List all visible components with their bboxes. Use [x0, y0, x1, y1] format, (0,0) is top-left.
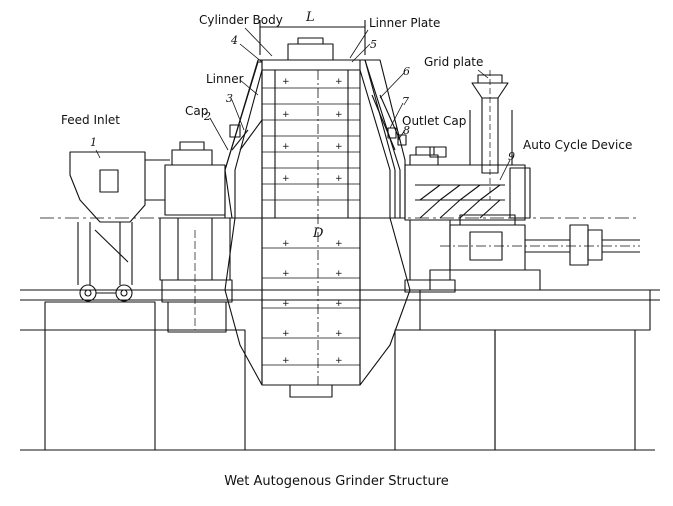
part-number: 7 [402, 95, 409, 108]
feed-trunnion-bearing [159, 141, 233, 333]
svg-text:+: + [282, 269, 290, 279]
svg-text:+: + [282, 239, 290, 249]
svg-text:+: + [335, 239, 343, 249]
outlet-cap-shape [364, 59, 407, 219]
svg-text:+: + [282, 299, 290, 309]
svg-text:+: + [282, 110, 290, 120]
svg-text:+: + [335, 174, 343, 184]
svg-text:+: + [282, 174, 290, 184]
callout-cap: Cap [185, 104, 209, 118]
part-number: 2 [204, 110, 211, 123]
callout-linner-plate: Linner Plate [369, 16, 441, 30]
callout-feed-inlet: Feed Inlet [61, 113, 121, 127]
svg-text:+: + [282, 77, 290, 87]
svg-text:+: + [282, 329, 290, 339]
grid-plate-post [469, 70, 513, 200]
svg-text:+: + [335, 142, 343, 152]
svg-text:+: + [335, 299, 343, 309]
svg-text:+: + [335, 77, 343, 87]
part-number: 8 [403, 124, 410, 137]
part-number: 5 [370, 38, 377, 51]
callout-outlet-cap: Outlet Cap [402, 114, 467, 128]
drum-bolt-marks: + + + + + + + + + + + + + + + + + + [282, 77, 343, 366]
callout-auto-cycle-device: Auto Cycle Device [523, 138, 633, 152]
part-number: 6 [403, 65, 410, 78]
cylinder-body-shape [224, 20, 411, 398]
callout-grid-plate: Grid plate [424, 55, 484, 69]
part-number: 1 [90, 136, 97, 149]
dimension-length: L [306, 10, 315, 25]
svg-text:+: + [335, 269, 343, 279]
svg-text:+: + [335, 329, 343, 339]
feed-inlet-chute [69, 151, 170, 302]
callout-cylinder-body: Cylinder Body [199, 13, 283, 27]
svg-text:+: + [335, 110, 343, 120]
dimension-diameter: D [313, 226, 324, 241]
callout-linner: Linner [206, 72, 244, 86]
part-number: 3 [226, 92, 233, 105]
diagram-caption: Wet Autogenous Grinder Structure [224, 474, 449, 489]
svg-text:+: + [282, 356, 290, 366]
discharge-trommel [404, 146, 531, 221]
drive-assembly [404, 214, 640, 293]
svg-text:+: + [335, 356, 343, 366]
liner-rows [262, 87, 360, 366]
part-number: 9 [508, 150, 515, 163]
svg-text:+: + [282, 142, 290, 152]
foundation [20, 289, 660, 451]
part-number: 4 [231, 34, 238, 47]
callout-leaders [95, 27, 511, 181]
